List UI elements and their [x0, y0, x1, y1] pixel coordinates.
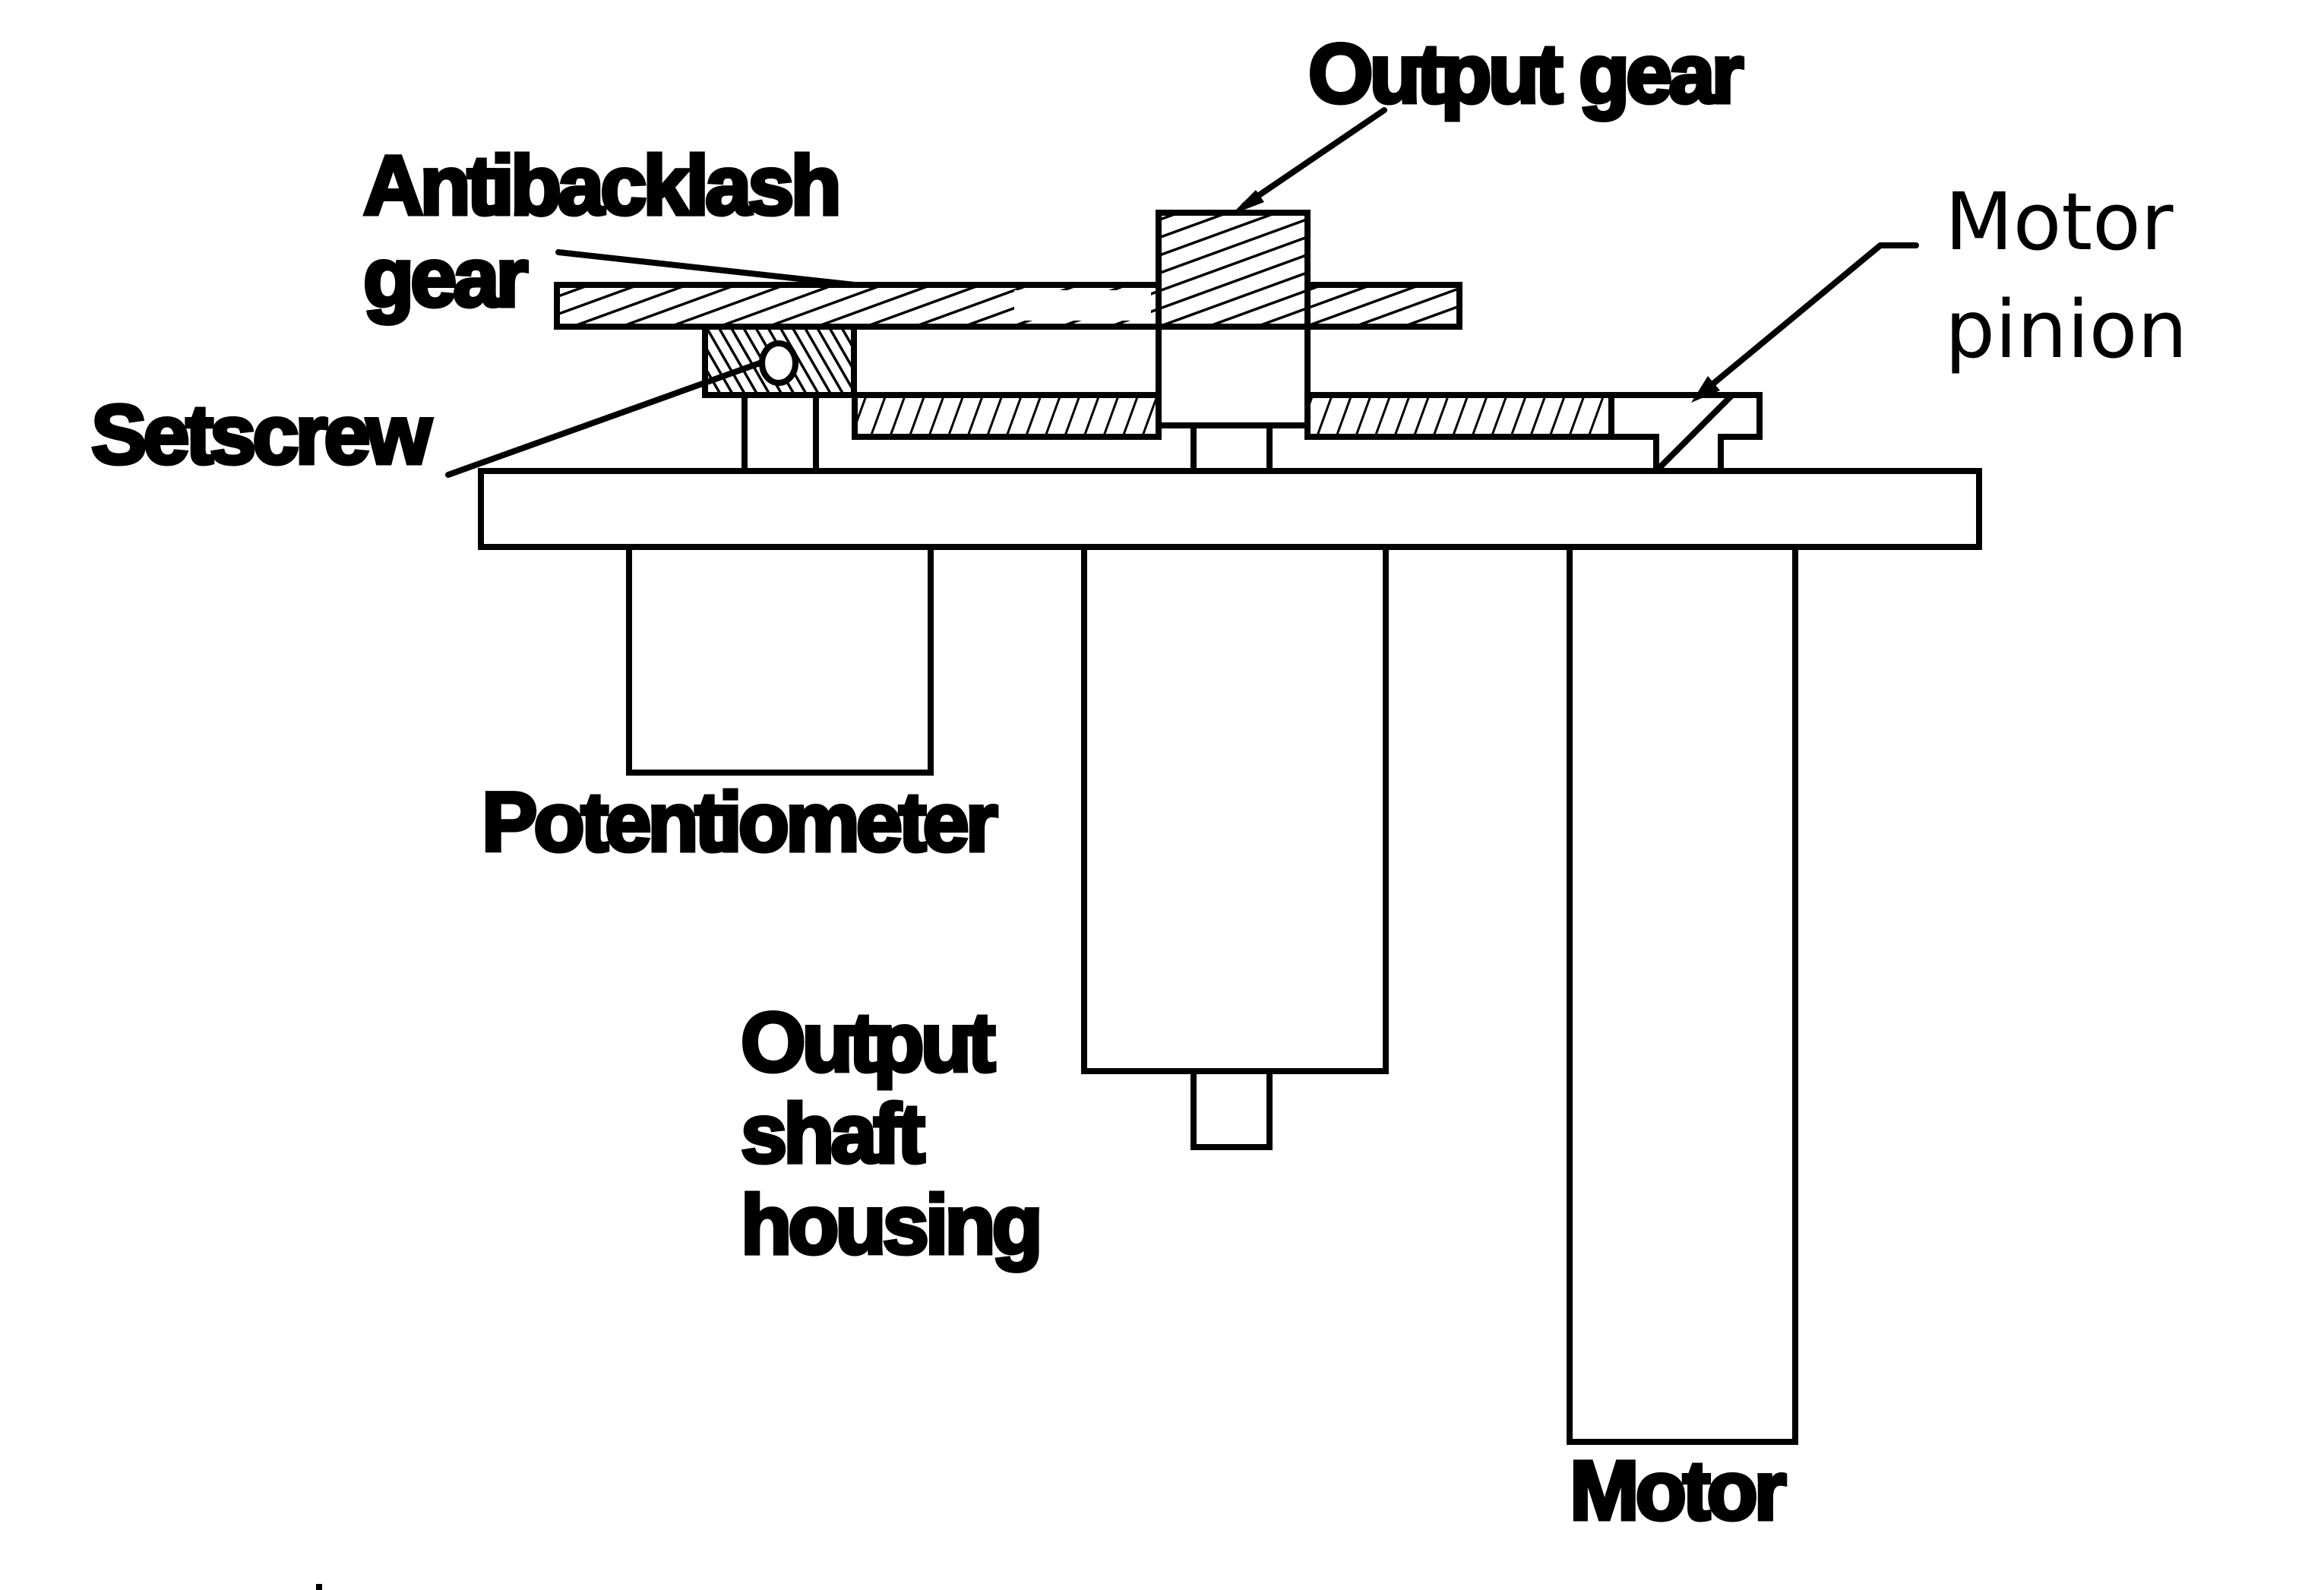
antibacklash-gear-label-line1: Antibacklash	[363, 139, 838, 232]
motor-body	[1567, 544, 1798, 1445]
output-gear-label: Output gear	[1308, 27, 1744, 121]
setscrew-leader	[445, 360, 763, 478]
output-shaft-housing-body	[1081, 544, 1389, 1074]
motor-pinion-leader	[1701, 242, 1919, 394]
motor-pinion-label-line1: Motor	[1945, 175, 2174, 268]
antibacklash-gear-disc	[554, 282, 1462, 330]
output-gear-block	[1156, 210, 1311, 330]
antibacklash-gear-gap	[1014, 290, 1151, 321]
base-plate	[478, 468, 1982, 550]
motor-pinion-label-line2: pinion	[1945, 283, 2187, 376]
setscrew-head	[759, 340, 798, 386]
potentiometer-label: Potentiometer	[482, 776, 998, 869]
setscrew-label: Setscrew	[91, 388, 432, 482]
potentiometer-shaft	[741, 392, 819, 474]
antibacklash-leader	[555, 249, 858, 288]
lower-gear-hub	[1156, 324, 1311, 428]
output-shaft-housing-label-line2: shaft	[741, 1087, 925, 1181]
output-gear-arrowhead	[1231, 190, 1264, 215]
output-shaft-stub	[1190, 1068, 1273, 1150]
output-shaft-upper	[1190, 422, 1273, 474]
potentiometer-body	[626, 544, 934, 776]
antibacklash-gear-label-line2: gear	[363, 231, 528, 324]
output-shaft-housing-label-line3: housing	[741, 1178, 1039, 1272]
motor-pinion	[1608, 392, 1763, 474]
motor-pinion-slash	[1653, 392, 1735, 474]
motor-pinion-arrowhead	[1691, 376, 1720, 403]
output-shaft-housing-label-line1: Output	[741, 996, 995, 1089]
output-gear-leader	[1241, 107, 1387, 208]
lower-gear-left	[852, 392, 1162, 440]
motor-label: Motor	[1570, 1444, 1786, 1538]
lower-gear-right	[1304, 392, 1614, 440]
